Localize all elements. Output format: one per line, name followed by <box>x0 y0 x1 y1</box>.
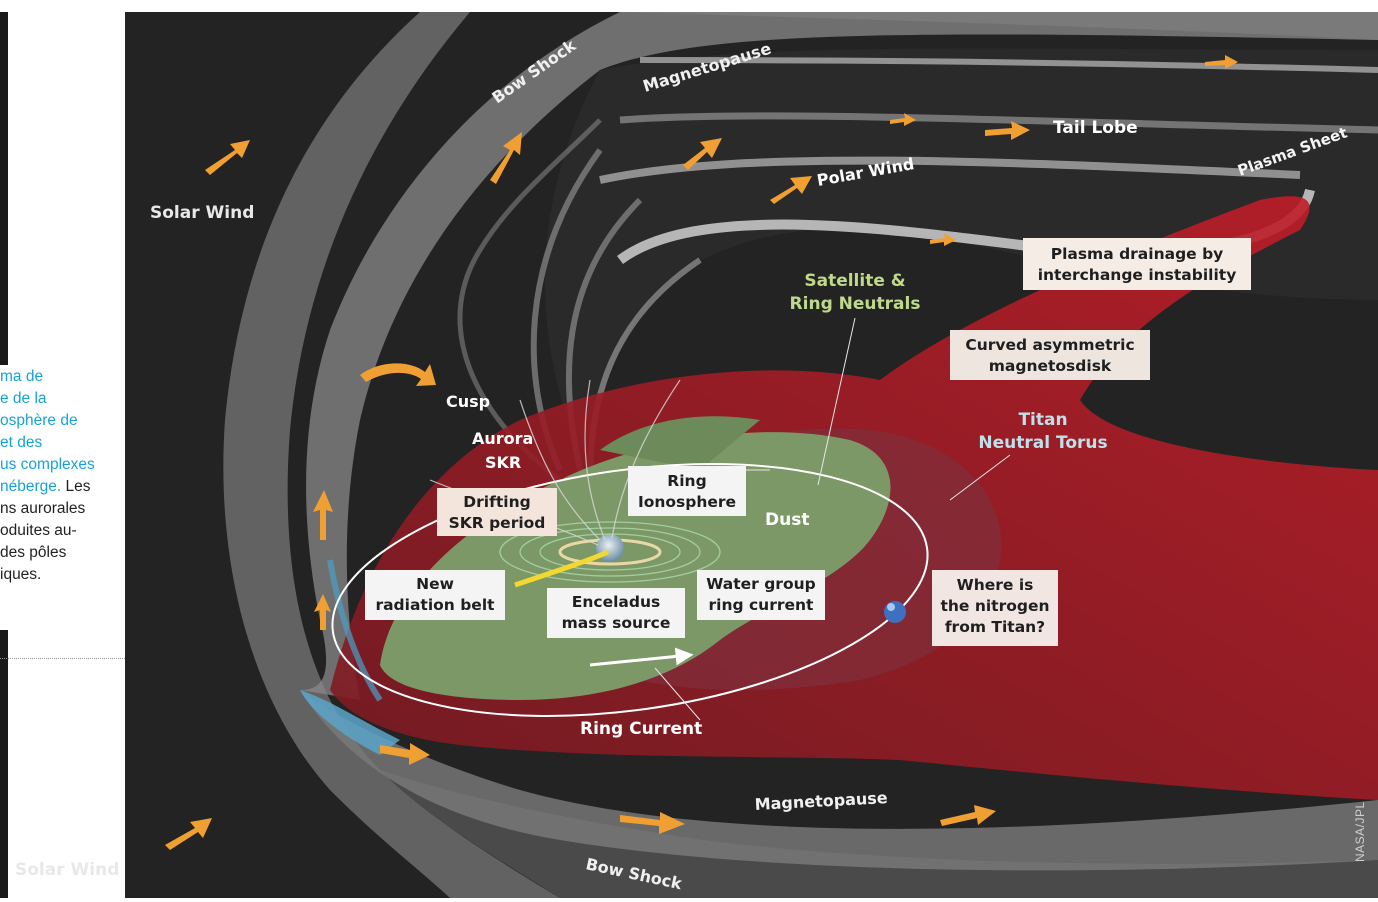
satellite-neutrals-label-2: Ring Neutrals <box>790 294 921 314</box>
plasma-drainage-line-2: interchange instability <box>1038 266 1237 284</box>
water-group-line-1: Water group <box>706 575 815 593</box>
image-credit: NASA/JPL <box>1353 801 1367 862</box>
enceladus-line-2: mass source <box>562 614 671 632</box>
enceladus-line-1: Enceladus <box>572 593 660 611</box>
ring-ionosphere-box: Ring Ionosphere <box>628 466 746 516</box>
nitrogen-line-3: from Titan? <box>945 618 1045 636</box>
caption-divider <box>0 658 125 659</box>
plasma-drainage-box: Plasma drainage by interchange instabili… <box>1023 238 1251 290</box>
skr-label: SKR <box>485 453 521 472</box>
ring-current-label: Ring Current <box>580 719 702 739</box>
ring-iono-line-1: Ring <box>667 472 706 490</box>
ring-iono-line-2: Ionosphere <box>638 493 736 511</box>
plasma-drainage-line-1: Plasma drainage by <box>1051 245 1224 263</box>
caption-line-7: ns aurorales <box>0 500 86 517</box>
caption-line-5: us complexes <box>0 456 95 473</box>
water-group-line-2: ring current <box>709 596 815 614</box>
titan-nitrogen-box: Where is the nitrogen from Titan? <box>932 570 1058 646</box>
ring-current-ellipse <box>331 463 929 717</box>
water-group-box: Water group ring current <box>697 570 825 620</box>
caption-line-3: osphère de <box>0 412 78 429</box>
curved-disk-line-2: magnetosdisk <box>989 357 1112 375</box>
new-radiation-belt-box: New radiation belt <box>365 570 505 620</box>
caption-line-9: des pôles <box>0 544 67 561</box>
bow-shock-band <box>223 12 561 898</box>
tail-lobe-label: Tail Lobe <box>1053 118 1138 138</box>
aurora-label: Aurora <box>472 429 533 448</box>
caption-line-6-dark: Les <box>61 478 91 495</box>
curved-magnetodisk-box: Curved asymmetric magnetosdisk <box>950 330 1150 380</box>
solar-wind-label-bottom: Solar Wind <box>15 860 119 880</box>
drifting-skr-box: Drifting SKR period <box>437 488 557 536</box>
titan-torus-label-2: Neutral Torus <box>978 433 1107 453</box>
dust-label: Dust <box>765 510 809 530</box>
curved-disk-line-1: Curved asymmetric <box>965 336 1134 354</box>
caption-line-10: iques. <box>0 566 42 583</box>
caption-line-2: e de la <box>0 390 47 407</box>
article-caption: ma de e de la osphère de et des us compl… <box>0 366 125 586</box>
caption-line-1: ma de <box>0 368 44 385</box>
new-belt-line-1: New <box>416 575 454 593</box>
titan-torus-label-1: Titan <box>1018 410 1067 430</box>
caption-line-4: et des <box>0 434 43 451</box>
caption-line-6-cyan: néberge. <box>0 478 62 495</box>
enceladus-source-box: Enceladus mass source <box>547 588 685 638</box>
nitrogen-line-1: Where is <box>957 576 1034 594</box>
satellite-neutrals-label-1: Satellite & <box>804 271 905 291</box>
drifting-line-1: Drifting <box>463 493 530 511</box>
drifting-line-2: SKR period <box>449 514 546 532</box>
neutral-disk <box>380 432 891 700</box>
solar-wind-arrows <box>165 55 1238 850</box>
new-belt-line-2: radiation belt <box>375 596 495 614</box>
solar-wind-label-top: Solar Wind <box>150 203 254 223</box>
nitrogen-line-2: the nitrogen <box>940 597 1049 615</box>
titan-icon <box>884 601 906 623</box>
caption-line-8: oduites au- <box>0 522 77 539</box>
cusp-label: Cusp <box>446 392 490 411</box>
caption-line-6: néberge. Les <box>0 476 125 498</box>
